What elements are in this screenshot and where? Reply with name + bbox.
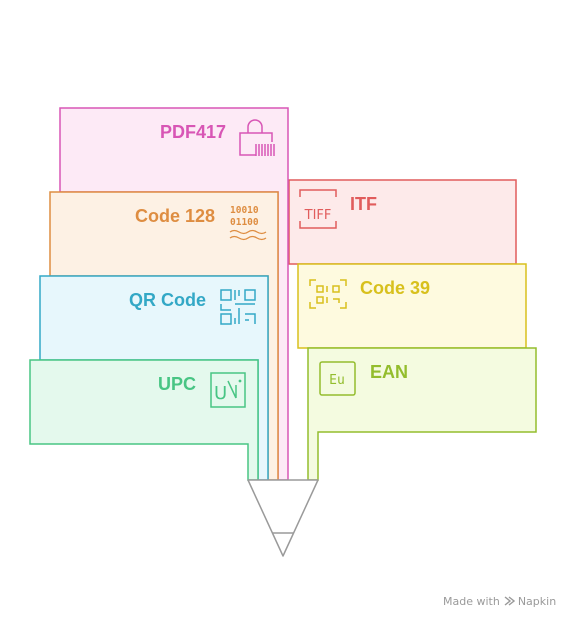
itf-label: ITF	[350, 194, 377, 214]
upc-card: UPC U	[29, 359, 259, 481]
itf-card: ITF TIFF	[288, 179, 517, 265]
made-with-napkin-footer: Made with Napkin	[443, 593, 556, 609]
footer-prefix: Made with	[443, 594, 500, 608]
upc-label: UPC	[158, 374, 196, 394]
code39-card: Code 39	[297, 263, 527, 349]
binary-line-1: 10010	[230, 205, 259, 216]
funnel-icon	[247, 479, 319, 557]
qrcode-label: QR Code	[129, 290, 206, 310]
qr-code-icon	[220, 289, 256, 325]
pdf417-label: PDF417	[160, 122, 226, 142]
tiff-icon: TIFF	[299, 189, 337, 229]
upc-icon: U	[210, 372, 246, 408]
code39-label: Code 39	[360, 278, 430, 298]
upc-icon-letter: U	[214, 383, 227, 404]
ean-label: EAN	[370, 362, 408, 382]
binary-code-icon: 10010 01100	[229, 205, 267, 241]
eu-icon-text: Eu	[329, 373, 345, 388]
qr-scan-icon	[309, 279, 347, 309]
code128-label: Code 128	[135, 206, 215, 226]
napkin-logo-icon	[504, 596, 515, 606]
footer-brand: Napkin	[517, 594, 557, 608]
tiff-icon-text: TIFF	[304, 208, 332, 223]
ean-card: EAN Eu	[307, 347, 537, 481]
barcode-lock-icon	[239, 119, 275, 156]
eu-icon: Eu	[319, 361, 356, 396]
binary-line-2: 01100	[230, 217, 259, 228]
